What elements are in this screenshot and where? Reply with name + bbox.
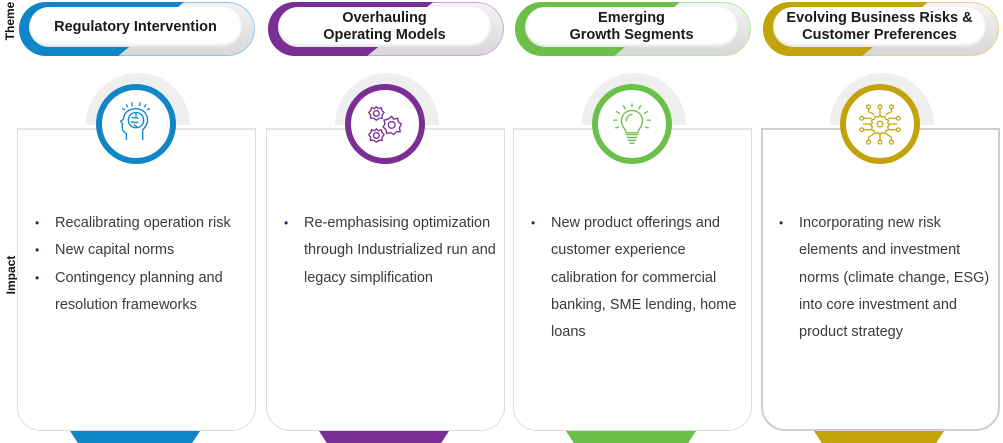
impact-list: Re-emphasising optimization through Indu…: [284, 210, 499, 292]
theme-title: Regulatory Intervention: [29, 7, 242, 47]
impact-item: Incorporating new risk elements and inve…: [779, 210, 994, 346]
impact-item: Contingency planning and resolution fram…: [35, 265, 250, 320]
impact-item: Re-emphasising optimization through Indu…: [284, 210, 499, 292]
impact-item: New product offerings and customer exper…: [531, 210, 746, 346]
impact-list: Incorporating new risk elements and inve…: [779, 210, 994, 346]
theme-title: Overhauling Operating Models: [278, 7, 491, 47]
brain-head-icon: [96, 84, 176, 164]
impact-list: Recalibrating operation risk New capital…: [35, 210, 250, 319]
impact-item: New capital norms: [35, 237, 250, 265]
bottom-tab: [566, 431, 696, 443]
gears-icon: [345, 84, 425, 164]
theme-row-label: Theme: [3, 1, 17, 41]
theme-title: Emerging Growth Segments: [525, 7, 738, 47]
column-evolving-business-risks: Evolving Business Risks & Customer Prefe…: [761, 0, 1001, 443]
impact-item: Recalibrating operation risk: [35, 210, 250, 238]
bottom-tab: [814, 431, 944, 443]
column-overhauling-operating-models: Overhauling Operating Models Re-emphasis…: [266, 0, 506, 443]
column-regulatory-intervention: Regulatory Intervention Recalibrating op…: [17, 0, 257, 443]
impact-list: New product offerings and customer exper…: [531, 210, 746, 346]
column-emerging-growth-segments: Emerging Growth Segments New product off…: [513, 0, 753, 443]
theme-title: Evolving Business Risks & Customer Prefe…: [773, 7, 986, 47]
gear-circuit-icon: [840, 84, 920, 164]
bottom-tab: [319, 431, 449, 443]
impact-row-label: Impact: [4, 255, 18, 295]
bottom-tab: [70, 431, 200, 443]
lightbulb-icon: [592, 84, 672, 164]
